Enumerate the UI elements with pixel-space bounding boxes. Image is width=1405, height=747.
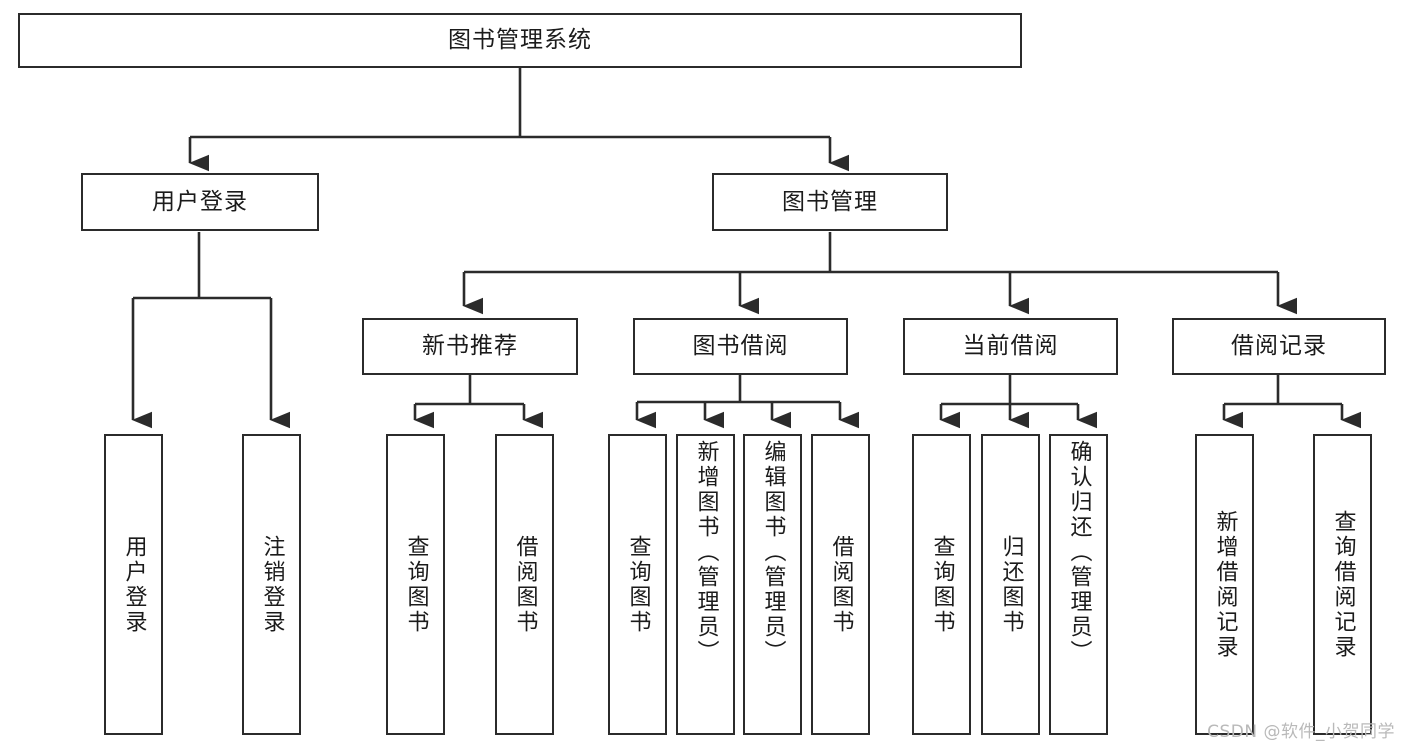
node-leaf-add-record[interactable]: 新增借阅记录 (1195, 434, 1254, 735)
node-borrow-record[interactable]: 借阅记录 (1172, 318, 1386, 375)
node-leaf-query-book-2[interactable]: 查询图书 (608, 434, 667, 735)
node-borrow-record-label: 借阅记录 (1231, 333, 1327, 360)
node-leaf-query-record[interactable]: 查询借阅记录 (1313, 434, 1372, 735)
node-leaf-query-book-3-label: 查询图书 (929, 534, 955, 635)
node-leaf-user-login[interactable]: 用户登录 (104, 434, 163, 735)
node-leaf-borrow-book-1[interactable]: 借阅图书 (495, 434, 554, 735)
node-leaf-query-book-1-label: 查询图书 (403, 534, 429, 635)
node-leaf-add-book[interactable]: 新增图书（管理员） (676, 434, 735, 735)
node-leaf-add-book-label: 新增图书（管理员） (693, 440, 719, 665)
node-new-book-recommend-label: 新书推荐 (422, 333, 518, 360)
node-leaf-user-logout[interactable]: 注销登录 (242, 434, 301, 735)
node-current-borrow[interactable]: 当前借阅 (903, 318, 1118, 375)
node-leaf-return-book-label: 归还图书 (998, 534, 1024, 635)
csdn-watermark: CSDN @软件_小贺同学 (1207, 722, 1395, 742)
node-leaf-query-book-3[interactable]: 查询图书 (912, 434, 971, 735)
node-leaf-edit-book[interactable]: 编辑图书（管理员） (743, 434, 802, 735)
node-user-login[interactable]: 用户登录 (81, 173, 319, 231)
node-leaf-confirm-return-label: 确认归还（管理员） (1066, 440, 1092, 665)
node-leaf-confirm-return[interactable]: 确认归还（管理员） (1049, 434, 1108, 735)
node-leaf-borrow-book-1-label: 借阅图书 (512, 534, 538, 635)
node-leaf-query-book-1[interactable]: 查询图书 (386, 434, 445, 735)
node-leaf-query-book-2-label: 查询图书 (625, 534, 651, 635)
node-leaf-query-record-label: 查询借阅记录 (1330, 509, 1356, 660)
node-leaf-borrow-book-2-label: 借阅图书 (828, 534, 854, 635)
node-current-borrow-label: 当前借阅 (962, 333, 1059, 360)
node-book-borrow-label: 图书借阅 (692, 333, 789, 360)
node-user-login-label: 用户登录 (152, 188, 248, 215)
node-new-book-recommend[interactable]: 新书推荐 (362, 318, 578, 375)
node-leaf-return-book[interactable]: 归还图书 (981, 434, 1040, 735)
node-leaf-add-record-label: 新增借阅记录 (1212, 509, 1238, 660)
node-root[interactable]: 图书管理系统 (18, 13, 1022, 68)
node-leaf-user-login-label: 用户登录 (121, 534, 147, 635)
node-leaf-edit-book-label: 编辑图书（管理员） (760, 440, 786, 665)
node-leaf-user-logout-label: 注销登录 (259, 534, 285, 635)
node-root-label: 图书管理系统 (448, 27, 592, 54)
node-book-borrow[interactable]: 图书借阅 (633, 318, 848, 375)
node-book-manage-label: 图书管理 (782, 188, 878, 215)
node-leaf-borrow-book-2[interactable]: 借阅图书 (811, 434, 870, 735)
node-book-manage[interactable]: 图书管理 (712, 173, 948, 231)
